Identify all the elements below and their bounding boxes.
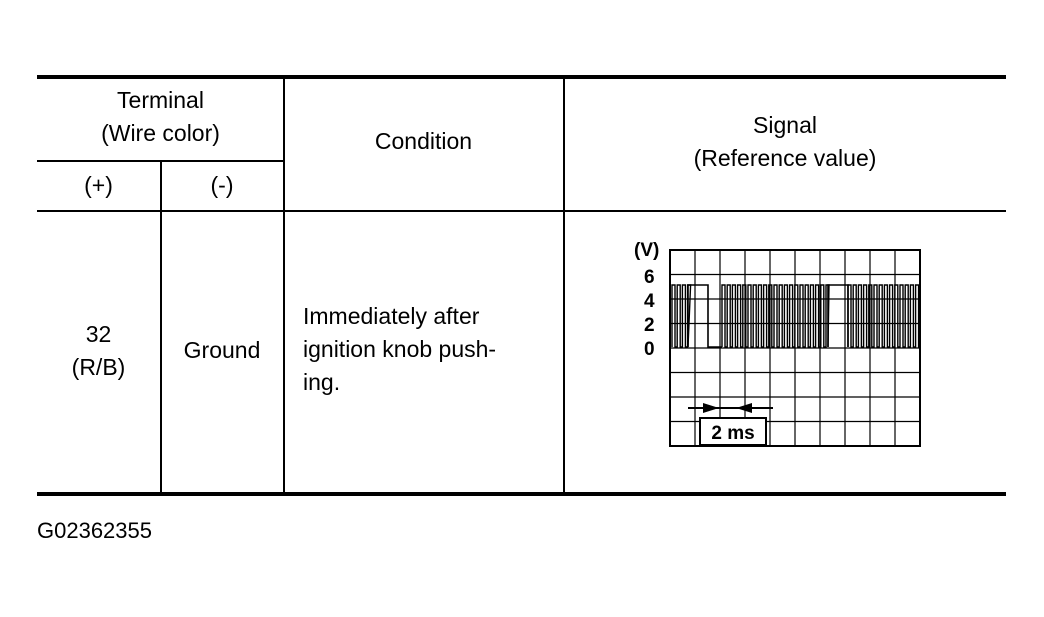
table-bottom-rule bbox=[37, 492, 1006, 496]
header-condition: Condition bbox=[374, 128, 473, 154]
header-bottom-rule bbox=[37, 210, 1006, 212]
cell-terminal-plus: 32 (R/B) bbox=[37, 318, 160, 384]
time-scale-arrow-left bbox=[736, 403, 752, 413]
time-scale-indicator: 2 ms bbox=[688, 403, 773, 446]
scope-grid bbox=[669, 249, 921, 447]
cell-condition-line3: ing. bbox=[303, 369, 341, 395]
time-scale-arrow-right bbox=[703, 403, 719, 413]
pulse-gap bbox=[827, 284, 849, 347]
pulse-gap bbox=[687, 284, 722, 348]
cell-terminal-number: 32 bbox=[85, 321, 112, 347]
table-top-rule bbox=[37, 75, 1006, 79]
column-divider-condition-signal bbox=[563, 77, 565, 494]
figure-id: G02362355 bbox=[37, 518, 152, 543]
header-signal-line1: Signal bbox=[753, 112, 817, 138]
pulse-burst bbox=[721, 284, 830, 348]
time-scale-label: 2 ms bbox=[711, 423, 754, 444]
y-tick-2: 2 bbox=[644, 315, 655, 336]
header-signal-line2: (Reference value) bbox=[693, 145, 877, 171]
column-divider-terminal-condition bbox=[283, 77, 285, 494]
voltage-unit-label: (V) bbox=[634, 240, 659, 261]
y-tick-4: 4 bbox=[644, 291, 655, 312]
column-divider-plus-minus bbox=[160, 160, 162, 494]
header-terminal: Terminal (Wire color) bbox=[37, 84, 284, 150]
pulse-burst bbox=[847, 284, 921, 348]
header-minus: (-) bbox=[210, 172, 234, 198]
time-scale-label-box bbox=[699, 417, 767, 446]
cell-condition: Immediately after ignition knob push- in… bbox=[303, 300, 563, 399]
signal-trace bbox=[671, 284, 921, 348]
header-terminal-line1: Terminal bbox=[117, 87, 204, 113]
cell-condition-line2: ignition knob push- bbox=[303, 336, 497, 362]
header-terminal-line2: (Wire color) bbox=[101, 120, 220, 146]
cell-wire-color: (R/B) bbox=[71, 354, 126, 380]
header-plus: (+) bbox=[84, 172, 113, 198]
header-signal: Signal (Reference value) bbox=[564, 109, 1006, 175]
cell-condition-line1: Immediately after bbox=[303, 303, 480, 329]
y-tick-0: 0 bbox=[644, 339, 655, 360]
signal-waveform-scope: (V) 6 4 2 0 2 ms bbox=[634, 240, 921, 447]
y-tick-6: 6 bbox=[644, 267, 655, 288]
cell-terminal-minus: Ground bbox=[183, 337, 261, 363]
